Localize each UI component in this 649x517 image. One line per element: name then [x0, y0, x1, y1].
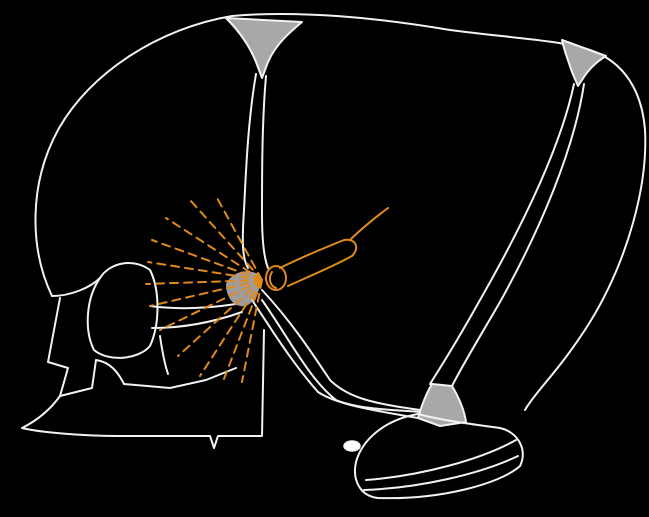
occipital-inner-line — [366, 440, 516, 480]
lambdoid-suture-anterior — [430, 84, 574, 384]
nerve-and-ganglion — [266, 208, 388, 290]
coronal-suture-anterior — [243, 74, 256, 268]
cranial-vault-outline — [35, 14, 645, 410]
ganglion-inner — [270, 272, 276, 288]
nerve-fiber — [350, 208, 388, 240]
lambdoid-suture-posterior — [452, 84, 584, 386]
zygomatic-arch-lower — [152, 312, 242, 328]
nerve-body — [280, 240, 356, 286]
mandible — [22, 330, 264, 448]
orbit — [88, 263, 158, 358]
maxilla-lower — [160, 336, 168, 374]
zygomatic-arch-upper — [150, 304, 236, 308]
occipital-lower-line — [364, 456, 518, 490]
coronal-suture-posterior — [262, 76, 268, 268]
posterior-fontanelle — [562, 40, 606, 86]
foramen — [344, 441, 360, 451]
ray-4 — [148, 262, 262, 280]
anterior-fontanelle — [226, 18, 302, 78]
